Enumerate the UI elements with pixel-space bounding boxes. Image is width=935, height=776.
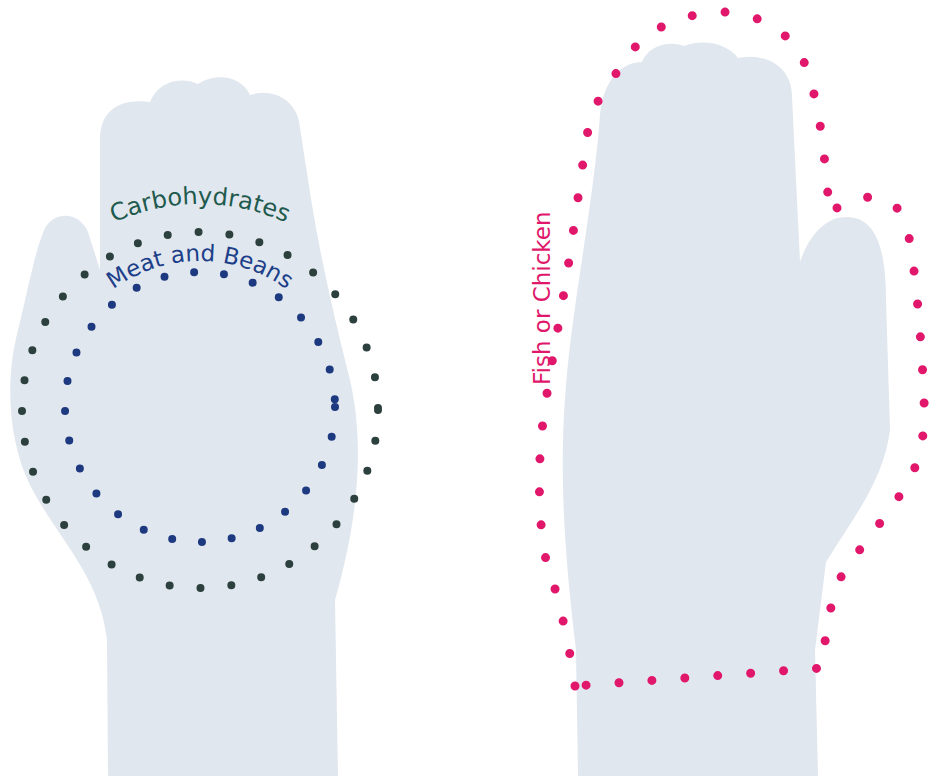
- carbohydrate-portion-circle: CarbohydratesMeat and Beans: [0, 170, 400, 610]
- portion-label: Carbohydrates: [106, 182, 295, 228]
- fish-portion-outline: Fish or Chicken: [530, 0, 935, 776]
- dotted-outline: [530, 0, 935, 776]
- dotted-circle: [65, 272, 335, 542]
- dotted-outline: Meat and Beans: [40, 247, 360, 567]
- dotted-hand-outline: [539, 12, 924, 686]
- portion-label: Fish or Chicken: [529, 211, 555, 385]
- left-hand: [10, 77, 358, 776]
- meat-portion-circle: Meat and Beans: [40, 247, 360, 567]
- right-hand: [563, 42, 890, 776]
- portion-label: Meat and Beans: [102, 240, 299, 294]
- dotted-circle: [22, 232, 378, 588]
